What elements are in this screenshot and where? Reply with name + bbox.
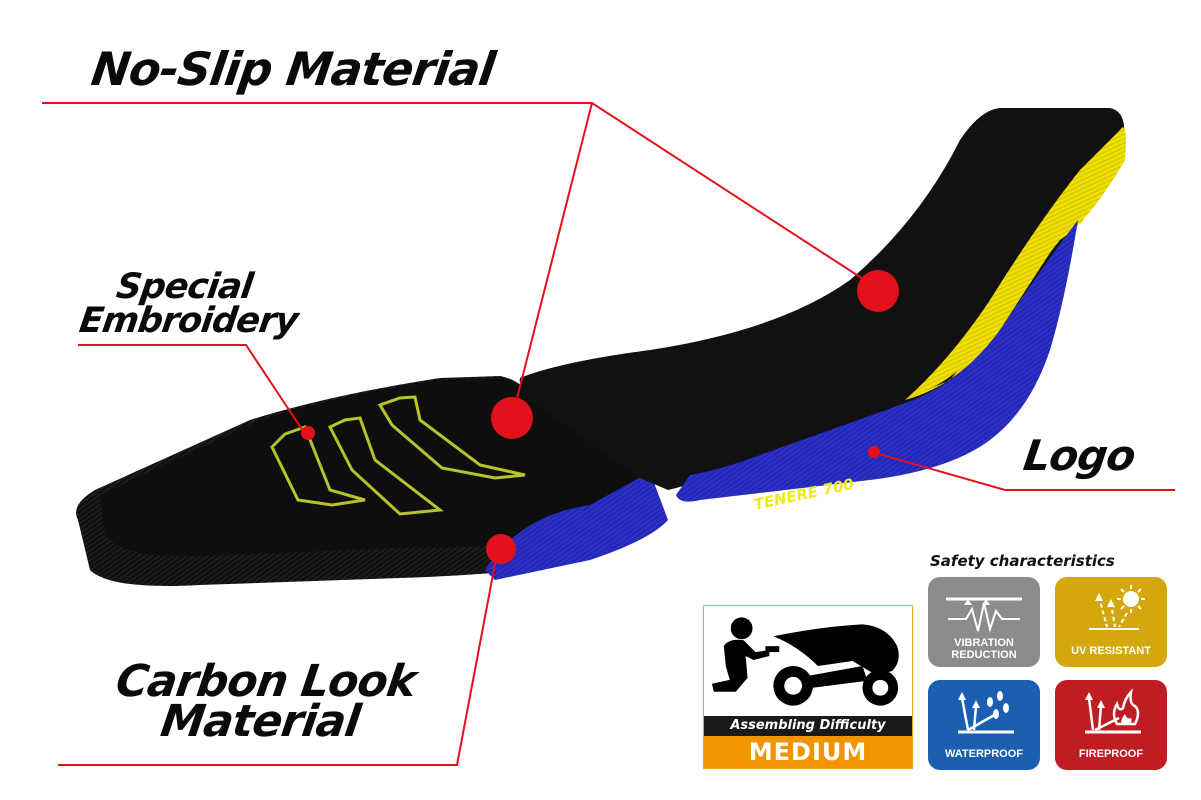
- callout-carbon-line2: Material: [157, 696, 363, 747]
- water-drops-icon: [958, 691, 1014, 734]
- embroidery-dot: [301, 426, 315, 440]
- no-slip-rear-dot: [857, 270, 899, 312]
- no-slip-leader: [42, 102, 881, 291]
- rear-seat-top: [519, 108, 1125, 490]
- fire-icon: [1085, 688, 1141, 734]
- assembling-difficulty-heading: Assembling Difficulty: [704, 716, 912, 736]
- badge-vibration-line2: REDUCTION: [951, 649, 1017, 661]
- badge-waterproof-label: WATERPROOF: [944, 748, 1023, 760]
- uv-sun-icon: [1089, 585, 1145, 630]
- badge-uv-label: UV RESISTANT: [1071, 645, 1151, 657]
- callout-dots: [301, 270, 899, 564]
- carbon-leader: [58, 547, 499, 766]
- safety-characteristics-title: Safety characteristics: [930, 552, 1115, 570]
- badge-fireproof-label: FIREPROOF: [1078, 748, 1144, 760]
- callout-special-line2: Embroidery: [76, 301, 301, 341]
- callout-no-slip-material: No-Slip Material: [88, 42, 498, 96]
- no-slip-leader-front: [511, 102, 593, 419]
- carbon-dot: [486, 534, 516, 564]
- special-embroidery-pattern: [270, 395, 526, 516]
- badge-vibration-reduction: VIBRATION REDUCTION: [928, 577, 1040, 667]
- badge-fireproof: FIREPROOF: [1055, 680, 1167, 770]
- embroidery-leader: [78, 344, 306, 435]
- rear-seat-side-blue: [676, 220, 1078, 502]
- badge-vibration-line1: VIBRATION: [954, 637, 1014, 649]
- logo-leader: [871, 451, 1175, 491]
- logo-dot: [868, 446, 880, 458]
- assembling-difficulty-card: Assembling Difficulty MEDIUM: [703, 605, 913, 769]
- mechanic-motorcycle-icon: [711, 617, 899, 706]
- badge-waterproof: WATERPROOF: [928, 680, 1040, 770]
- callout-lines: [42, 102, 1175, 766]
- callout-special-line1: Special: [113, 267, 255, 307]
- rear-seat-side-yellow: [905, 127, 1126, 400]
- callout-special-embroidery: Special Embroidery: [76, 267, 301, 341]
- front-seat-side-blue: [485, 472, 668, 580]
- assembling-difficulty-level: MEDIUM: [704, 736, 912, 768]
- callout-logo: Logo: [1020, 431, 1139, 480]
- no-slip-front-dot: [491, 397, 533, 439]
- callout-carbon-look-material: Carbon Look Material: [80, 656, 445, 747]
- vibration-icon: [946, 597, 1022, 633]
- badge-uv-resistant: UV RESISTANT: [1055, 577, 1167, 667]
